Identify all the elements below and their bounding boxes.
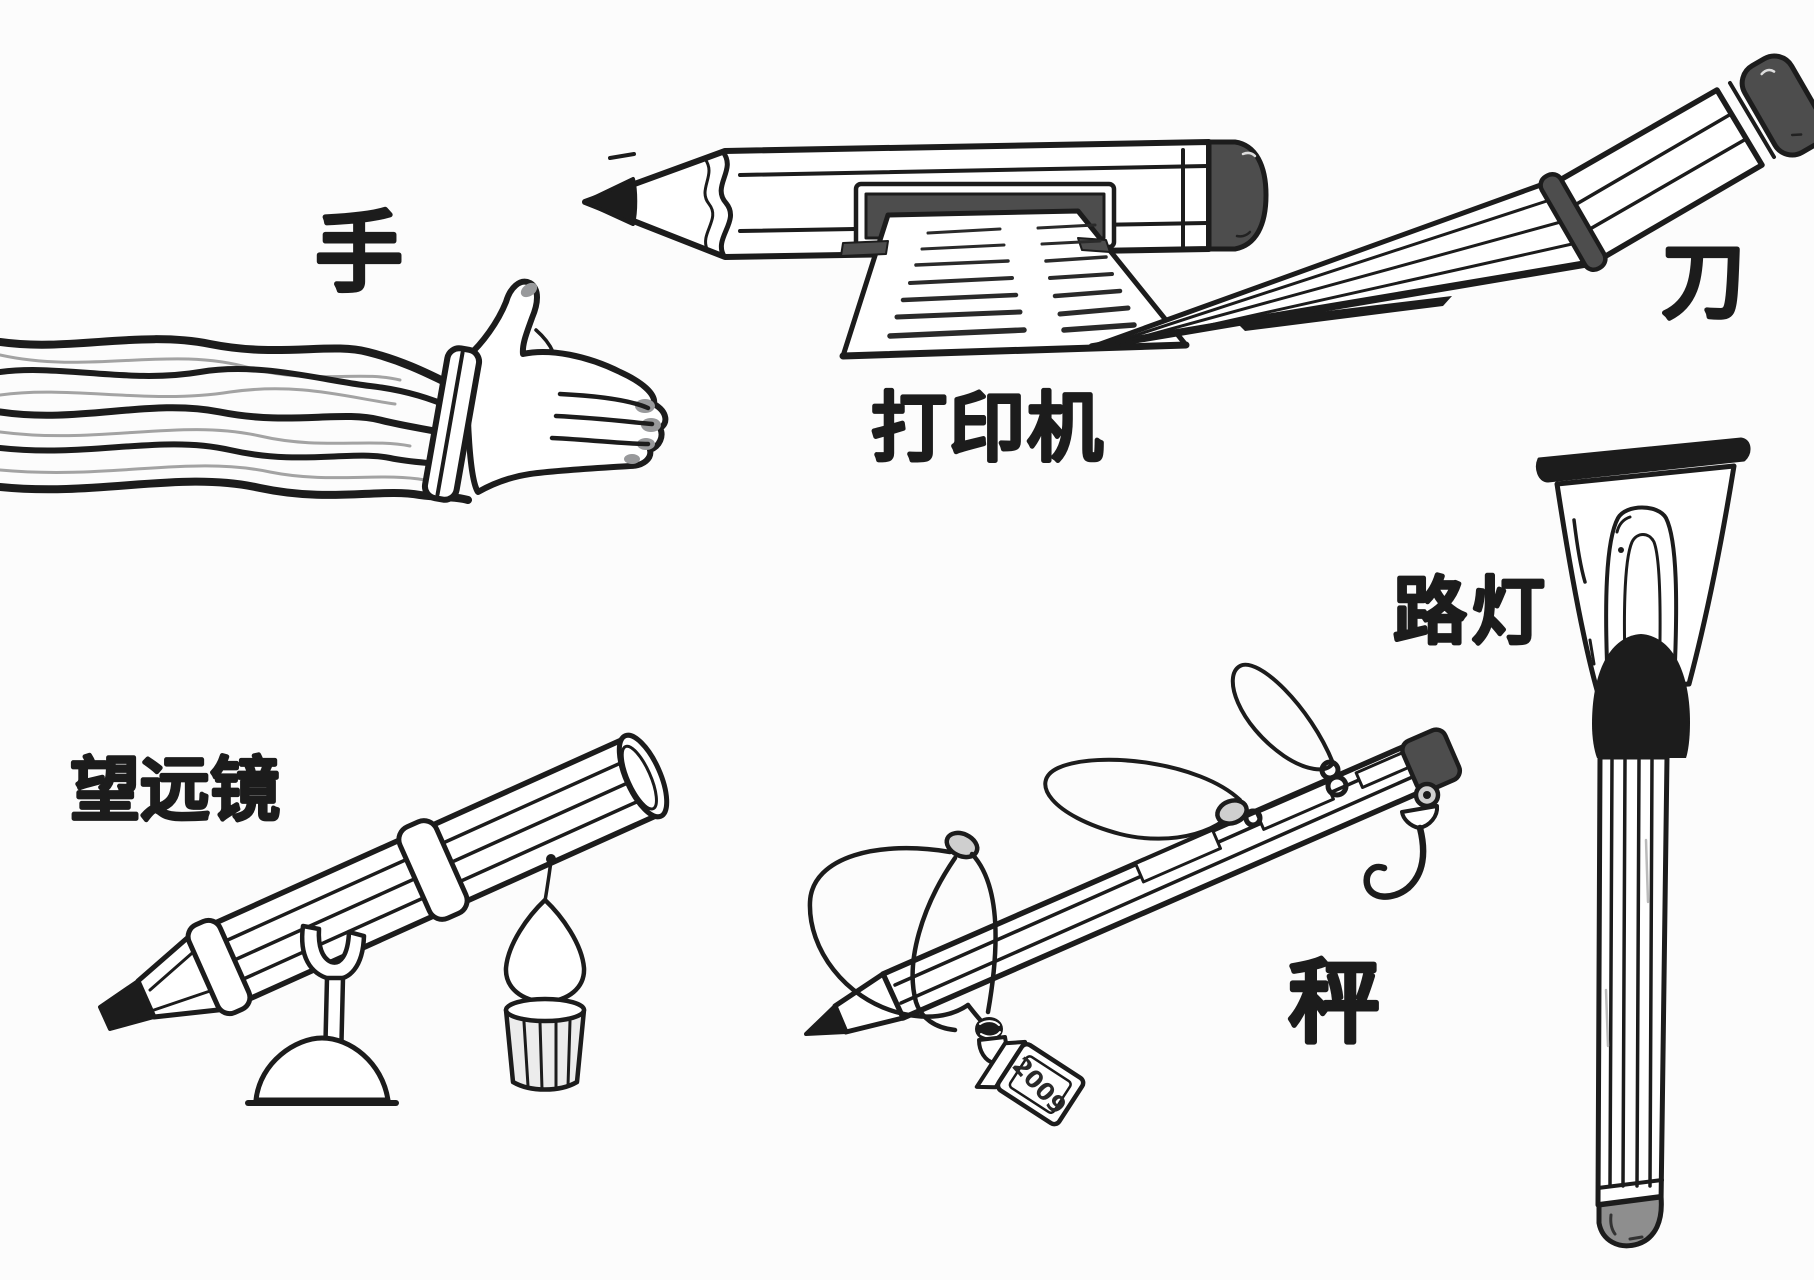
hook-assembly [1363, 781, 1441, 900]
fingertip-graphite [624, 454, 640, 464]
lamp-head [1535, 437, 1751, 758]
graphite-tip [583, 177, 638, 226]
lamp-shade-cone [1554, 463, 1737, 693]
cuff-ferrule [421, 345, 483, 503]
pencil-printer-drawing [582, 139, 1269, 360]
hand-pencil-drawing [0, 278, 669, 504]
graphite-tip [804, 1004, 848, 1036]
blade-shading [1236, 296, 1452, 331]
objective-lens-opening [616, 732, 670, 820]
hook [1363, 824, 1427, 900]
steelyard-beam [804, 727, 1463, 1036]
counterweight [503, 854, 587, 1092]
pencil-telescope-drawing [98, 732, 670, 1106]
bulb-socket [1592, 634, 1690, 758]
printed-text-lines [887, 223, 1137, 339]
lamp-pole [1595, 754, 1670, 1249]
pencil-street-lamp-drawing [1535, 437, 1751, 1249]
ferrule-line [1596, 1178, 1664, 1190]
thumb-graphite-tip [520, 282, 538, 298]
pencil-scale-drawing: 2009 [804, 662, 1463, 1127]
tripod-stand [245, 923, 399, 1106]
label-printer: 打印机 [871, 384, 1105, 473]
knife-handle [1550, 53, 1814, 263]
tube-band [396, 818, 470, 922]
eyepiece-tip [98, 979, 156, 1031]
knife-guard [1538, 172, 1608, 272]
motion-dash [608, 152, 636, 160]
label-scale: 秤 [1288, 950, 1380, 1057]
label-street-lamp: 路灯 [1393, 569, 1549, 655]
beam-marking [1133, 828, 1223, 884]
telescope-tube [98, 732, 670, 1031]
lamp-top-rim [1535, 437, 1751, 483]
paper-sheet [839, 208, 1190, 360]
beam-end-cap [1400, 727, 1463, 794]
lifting-cords [1043, 662, 1349, 841]
label-hand: 手 [315, 202, 403, 305]
eraser [1206, 139, 1269, 252]
label-telescope: 望远镜 [70, 749, 280, 831]
tube-band [185, 917, 253, 1017]
label-knife: 刀 [1661, 233, 1745, 331]
hand [464, 278, 669, 495]
pencil-knife-drawing [1088, 53, 1814, 351]
weight-cord-and-tag: 2009 [807, 830, 1086, 1127]
light-bulb [1604, 505, 1679, 690]
eraser [1739, 53, 1814, 158]
